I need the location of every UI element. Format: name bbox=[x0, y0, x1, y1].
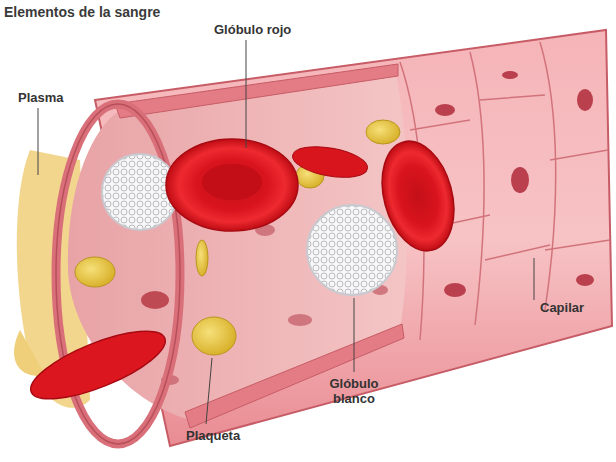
part-label: Plaqueta bbox=[186, 428, 240, 443]
part-label: Glóbulo rojo bbox=[214, 22, 291, 37]
diagram-title: Elementos de la sangre bbox=[4, 4, 160, 20]
part-label: Glóbulo blanco bbox=[323, 376, 385, 406]
part-label: Plasma bbox=[18, 90, 64, 105]
part-label: Capilar bbox=[540, 300, 584, 315]
